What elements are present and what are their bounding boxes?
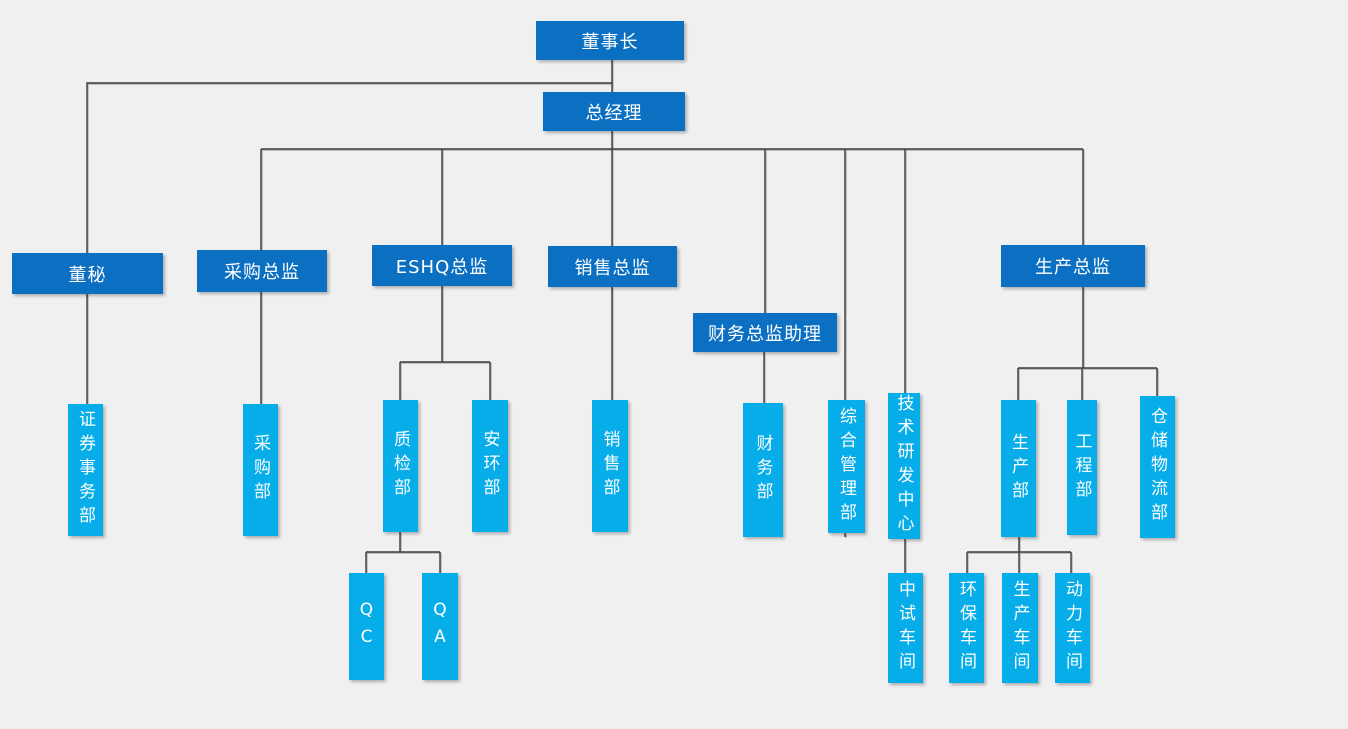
node-warehouse-logistics-dept: 仓储物流部	[1140, 396, 1175, 538]
node-qc: QC	[349, 573, 384, 680]
node-engineering-dept: 工程部	[1067, 400, 1097, 535]
node-production-workshop: 生产车间	[1002, 573, 1038, 683]
node-production-dept: 生产部	[1001, 400, 1036, 537]
node-sales-dept: 销售部	[592, 400, 628, 532]
node-qa: QA	[422, 573, 458, 680]
node-general-manager: 总经理	[543, 92, 685, 131]
node-general-management-dept: 综合管理部	[828, 400, 865, 533]
node-finance-dept: 财务部	[743, 403, 783, 537]
node-procurement-dept: 采购部	[243, 404, 278, 536]
node-environmental-workshop: 环保车间	[949, 573, 984, 683]
node-board-secretary: 董秘	[12, 253, 163, 294]
node-power-workshop: 动力车间	[1055, 573, 1090, 683]
node-pilot-workshop: 中试车间	[888, 573, 923, 683]
node-securities-affairs-dept: 证券事务部	[68, 404, 103, 536]
node-chairman: 董事长	[536, 21, 684, 60]
node-safety-environment-dept: 安环部	[472, 400, 508, 532]
node-tech-rd-center: 技术研发中心	[888, 393, 920, 539]
node-quality-inspection-dept: 质检部	[383, 400, 418, 532]
node-sales-director: 销售总监	[548, 246, 677, 287]
node-procurement-director: 采购总监	[197, 250, 327, 292]
node-finance-director-assistant: 财务总监助理	[693, 313, 837, 352]
node-production-director: 生产总监	[1001, 245, 1145, 287]
node-eshq-director: ESHQ总监	[372, 245, 512, 286]
